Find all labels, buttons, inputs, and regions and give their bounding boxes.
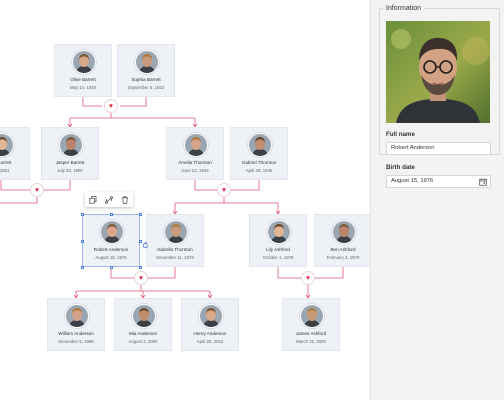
person-date: May 14, 1920 [69,85,97,90]
relationship-link [0,196,38,204]
avatar [132,304,156,328]
person-name: Amelia Thornton [178,160,212,165]
profile-photo [386,21,490,123]
birth-date-value: August 15, 1976 [391,178,434,184]
relationship-link [69,112,196,127]
person-date: August 15, 1976 [95,255,127,260]
person-name: Jasper Barrett [55,160,85,165]
node-toolbar [85,192,133,207]
avatar [184,133,208,157]
resize-handle[interactable] [139,240,142,243]
person-date: November 5, 1998 [58,339,94,344]
link-icon[interactable] [104,195,114,205]
panel-title: Information [383,5,425,12]
relationship-link [174,196,279,214]
full-name-label: Full name [386,131,415,138]
information-panel: Information Full name Robert An [370,0,504,400]
calendar-icon[interactable] [479,178,487,186]
heart-icon[interactable]: ♥ [302,272,314,284]
person-name: Mia Anderson [128,331,158,336]
person-name: James Ashford [295,331,327,336]
avatar [135,50,159,74]
resize-handle[interactable] [81,213,84,216]
heart-icon[interactable]: ♥ [105,100,117,112]
trash-icon[interactable] [120,195,130,205]
resize-handle[interactable] [110,213,113,216]
avatar [164,220,188,244]
resize-handle[interactable] [81,266,84,269]
person-card-left-partial[interactable]: ett Barrett 15, 1951 [0,127,30,180]
avatar [300,304,324,328]
avatar [65,304,89,328]
relationship-links [0,97,344,299]
full-name-value: Robert Anderson [391,145,435,151]
person-date: February 4, 1970 [326,255,360,260]
resize-handle[interactable] [139,266,142,269]
avatar [199,304,223,328]
avatar [0,133,14,157]
relationship-link [82,97,147,107]
relationship-link [0,180,71,191]
heart-icon[interactable]: ♥ [135,272,147,284]
person-date: March 31, 2000 [296,339,326,344]
relationship-link [110,267,176,279]
avatar [267,220,291,244]
person-name: Gabriel Thornton [241,160,277,165]
person-name: Olive Barrett [70,77,96,82]
person-name: Lily Ashford [266,247,290,252]
person-date: August 2, 2000 [128,339,158,344]
relationship-link [75,284,211,298]
avatar [72,50,96,74]
resize-handle[interactable] [81,240,84,243]
person-date: September 5, 1922 [127,85,165,90]
relationship-link [277,267,344,279]
person-name: Sophia Barrett [131,77,161,82]
person-name: William Anderson [58,331,94,336]
resize-handle[interactable] [110,266,113,269]
copy-icon[interactable] [88,195,98,205]
full-name-input[interactable]: Robert Anderson [386,142,491,155]
avatar [100,220,124,244]
person-date: October 1, 1978 [262,255,294,260]
avatar [59,133,83,157]
person-name: Ben Ashford [330,247,356,252]
birth-date-input[interactable]: August 15, 1976 [386,175,491,188]
person-name: Isabella Thornton [157,247,193,252]
relationship-link [194,180,260,191]
person-name: Henry Anderson [193,331,227,336]
person-date: July 30, 1960 [57,168,83,173]
person-date: June 23, 1945 [181,168,209,173]
avatar [248,133,272,157]
heart-icon[interactable]: ♥ [31,184,43,196]
birth-date-label: Birth date [386,164,415,171]
avatar [332,220,356,244]
person-name: Robert Anderson [93,247,129,252]
person-date: April 20, 2015 [196,339,224,344]
person-date: December 11, 1978 [156,255,194,260]
heart-icon[interactable]: ♥ [218,184,230,196]
resize-handle[interactable] [139,213,142,216]
person-date: April 28, 1945 [245,168,273,173]
person-date: 15, 1951 [0,168,10,173]
rotate-handle-icon[interactable] [142,236,149,249]
person-name: ett Barrett [0,160,12,165]
